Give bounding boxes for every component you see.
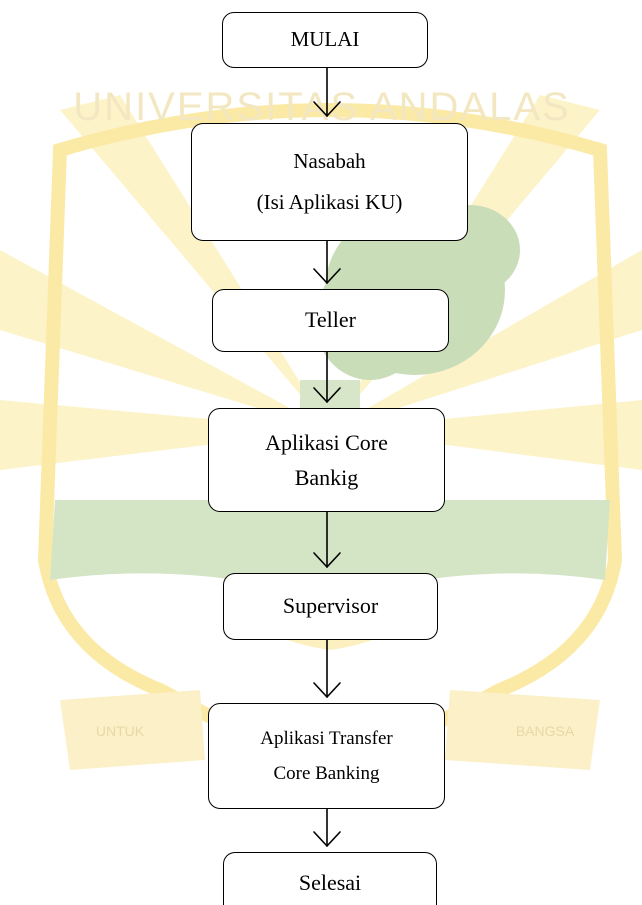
- supervisor-node: Supervisor: [223, 573, 438, 640]
- transfer-core-banking-node: Aplikasi Transfer Core Banking: [208, 703, 445, 809]
- start-node: MULAI: [222, 12, 428, 68]
- teller-node: Teller: [212, 289, 449, 352]
- green-band: [50, 500, 610, 600]
- end-node: Selesai: [223, 852, 437, 905]
- left-ribbon: [60, 690, 205, 770]
- core-label-line2: Bankig: [294, 465, 359, 490]
- transfer-label-line1: Aplikasi Transfer: [260, 727, 393, 749]
- right-ribbon: [445, 690, 600, 770]
- ribbon-right-text: BANGSA: [516, 723, 575, 739]
- ribbon-left-text: UNTUK: [96, 723, 145, 739]
- start-label: MULAI: [290, 27, 360, 52]
- core-banking-node: Aplikasi Core Bankig: [208, 408, 445, 512]
- nasabah-node: Nasabah (Isi Aplikasi KU): [191, 123, 468, 241]
- teller-label: Teller: [305, 307, 356, 333]
- core-label-line1: Aplikasi Core: [265, 429, 388, 455]
- nasabah-label: Nasabah: [293, 149, 366, 174]
- shield-outline: [37, 103, 623, 788]
- end-label: Selesai: [298, 870, 362, 895]
- supervisor-label: Supervisor: [282, 593, 379, 619]
- nasabah-sublabel: (Isi Aplikasi KU): [256, 190, 403, 214]
- transfer-label-line2: Core Banking: [273, 763, 380, 784]
